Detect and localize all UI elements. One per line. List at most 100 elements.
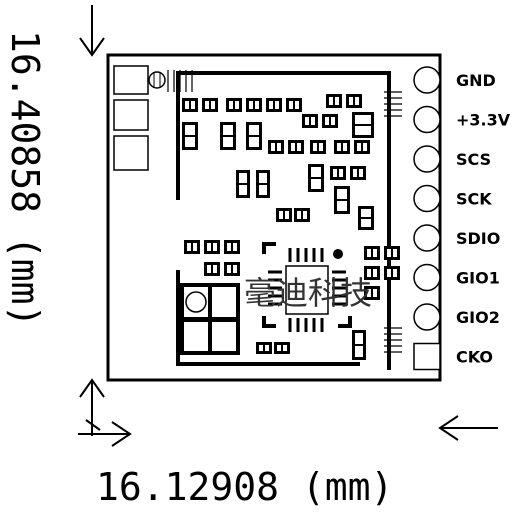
- pin-pad-icon: [413, 145, 441, 173]
- smd-pad: [277, 345, 281, 351]
- smd-pad: [291, 143, 295, 151]
- smd-pad: [211, 101, 215, 109]
- smd-component: [246, 98, 262, 112]
- smd-component: [384, 266, 400, 280]
- smd-pad: [361, 219, 371, 227]
- smd-component: [310, 140, 326, 154]
- smd-pad: [223, 125, 233, 135]
- crystal-component: [113, 65, 149, 95]
- smd-component: [334, 140, 350, 154]
- main-ic: [262, 242, 352, 332]
- smd-component: [184, 240, 200, 254]
- inductor-block: [180, 283, 240, 355]
- smd-component: [226, 98, 242, 112]
- smd-pad: [353, 169, 357, 177]
- smd-pad: [335, 97, 339, 105]
- smd-pad: [357, 143, 361, 151]
- smd-component: [322, 114, 338, 128]
- smd-pad: [325, 117, 329, 125]
- height-dimension-label: 16.40858 (mm): [3, 30, 47, 327]
- smd-pad: [279, 211, 283, 219]
- smd-pad: [311, 167, 321, 177]
- smd-pad: [187, 243, 191, 251]
- smd-pad: [249, 137, 259, 147]
- smd-component: [354, 140, 370, 154]
- smd-pad: [275, 101, 279, 109]
- smd-pad: [367, 269, 371, 277]
- arrow-left-bottom-icon: [78, 378, 132, 447]
- smd-pad: [297, 143, 301, 151]
- smd-component: [204, 262, 220, 276]
- smd-pad: [331, 117, 335, 125]
- smd-pad: [337, 201, 347, 211]
- smd-pad: [271, 143, 275, 151]
- smd-pad: [339, 169, 343, 177]
- smd-pad: [255, 101, 259, 109]
- arrow-top-icon: [79, 5, 105, 57]
- smd-pad: [213, 265, 217, 273]
- smd-component: [182, 98, 198, 112]
- capacitor-large-1: [113, 99, 149, 131]
- smd-pad: [313, 143, 317, 151]
- smd-pad: [349, 97, 353, 105]
- smd-pad: [265, 345, 269, 351]
- smd-pad: [355, 126, 371, 135]
- smd-pad: [337, 143, 341, 151]
- arrow-right-icon: [438, 415, 498, 441]
- smd-component: [204, 240, 220, 254]
- smd-pad: [235, 101, 239, 109]
- capacitor-large-2: [113, 135, 149, 171]
- smd-pad: [393, 269, 397, 277]
- smd-component: [256, 342, 272, 354]
- smd-component: [274, 342, 290, 354]
- smd-pad: [213, 243, 217, 251]
- smd-pad: [229, 101, 233, 109]
- pin-label: CKO: [456, 348, 493, 367]
- smd-pad: [207, 243, 211, 251]
- width-dimension-label: 16.12908 (mm): [96, 465, 393, 509]
- smd-pad: [227, 265, 231, 273]
- pin-pad-icon: [413, 224, 441, 252]
- smd-pad: [259, 173, 267, 183]
- smd-pad: [329, 97, 333, 105]
- smd-pad: [233, 243, 237, 251]
- smd-pad: [289, 101, 293, 109]
- pin-pad-icon: [413, 105, 441, 134]
- smd-pad: [295, 101, 299, 109]
- smd-pad: [277, 143, 281, 151]
- smd-component: [224, 240, 240, 254]
- smd-pad: [191, 101, 195, 109]
- smd-pad: [227, 243, 231, 251]
- pin-pad-icon: [413, 66, 441, 94]
- smd-component: [384, 246, 400, 260]
- smd-pad: [333, 169, 337, 177]
- smd-component: [288, 140, 304, 154]
- pin-label: SCS: [456, 150, 491, 169]
- pin-pad-icon: [413, 303, 441, 331]
- smd-component: [286, 98, 302, 112]
- smd-pad: [311, 179, 321, 189]
- smd-pad: [207, 265, 211, 273]
- smd-pad: [239, 173, 247, 183]
- smd-component: [276, 208, 292, 222]
- smd-pad: [367, 289, 371, 297]
- smd-pad: [373, 269, 377, 277]
- smd-pad: [223, 137, 233, 147]
- inner-trace-top: [176, 71, 391, 370]
- watermark-text: 毫迪科技: [244, 274, 372, 312]
- smd-component: [302, 114, 318, 128]
- smd-component: [266, 98, 282, 112]
- smd-pad: [285, 211, 289, 219]
- pin-label: GND: [456, 71, 496, 90]
- smd-pad: [305, 117, 309, 125]
- pin-label: GIO2: [456, 308, 500, 327]
- smd-pad: [319, 143, 323, 151]
- smd-pad: [387, 269, 391, 277]
- pin-label: SCK: [456, 190, 492, 209]
- inner-trace-bottom: [176, 270, 360, 366]
- smd-pad: [355, 97, 359, 105]
- smd-pad: [185, 101, 189, 109]
- crystal-marker: [148, 71, 166, 89]
- smd-pad: [373, 249, 377, 257]
